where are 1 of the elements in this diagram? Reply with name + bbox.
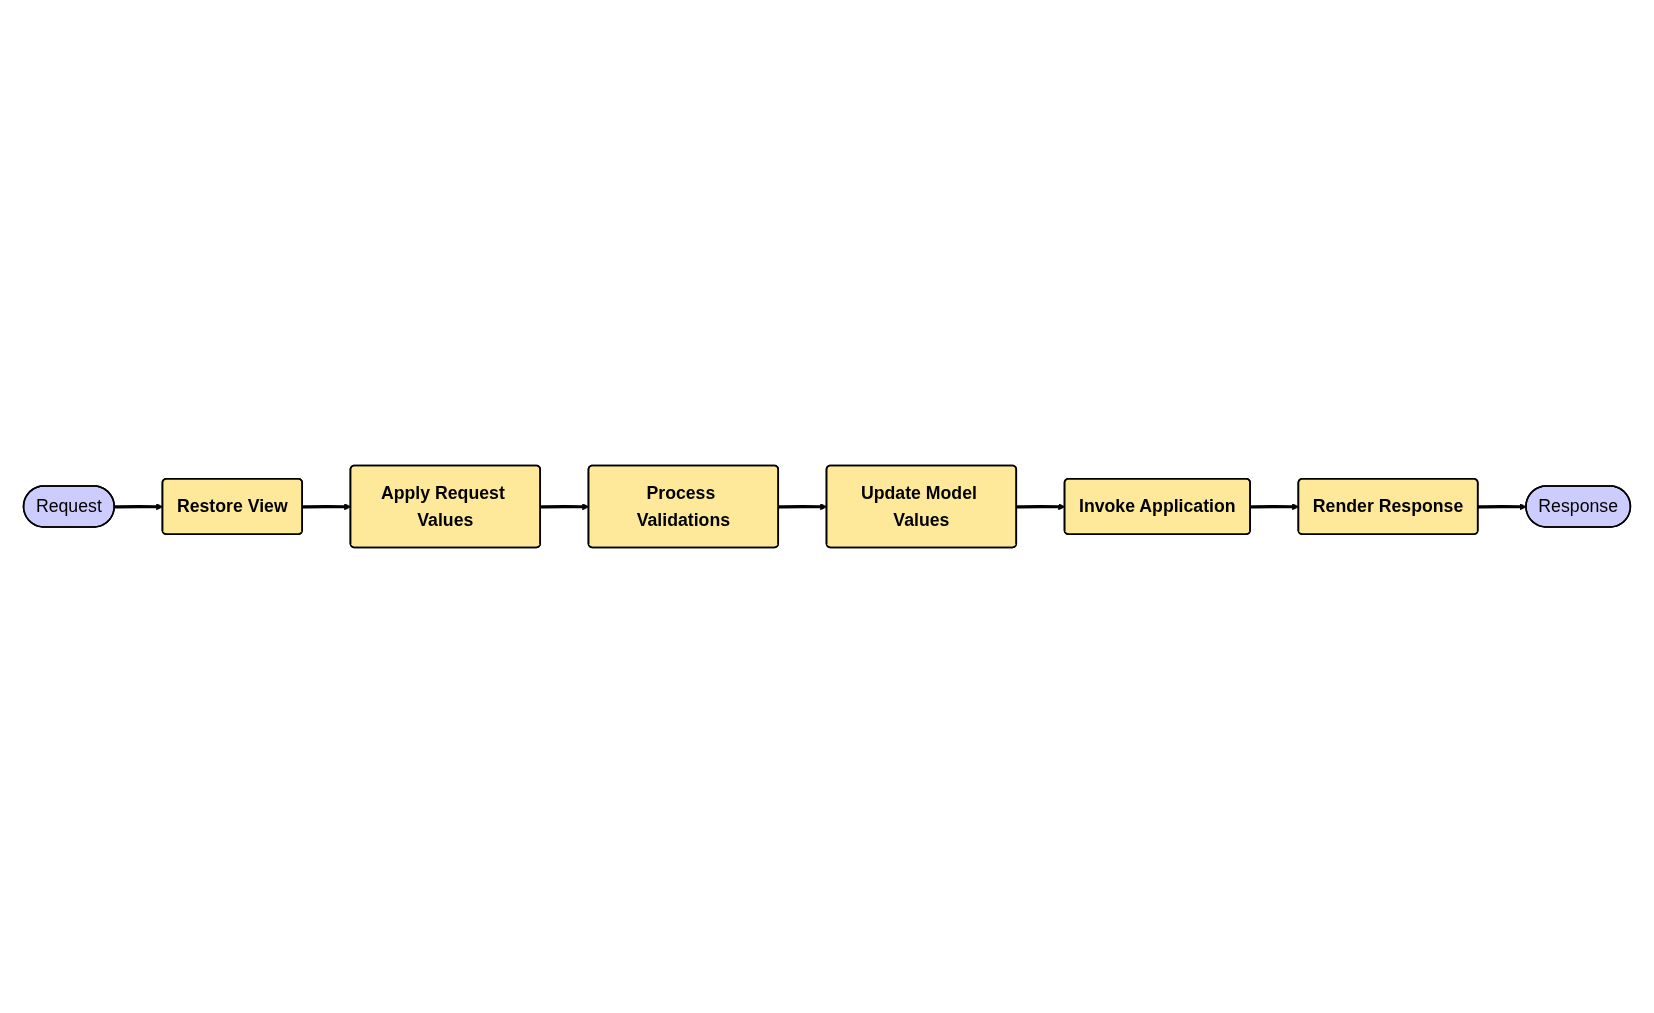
arrow bbox=[1478, 503, 1527, 511]
